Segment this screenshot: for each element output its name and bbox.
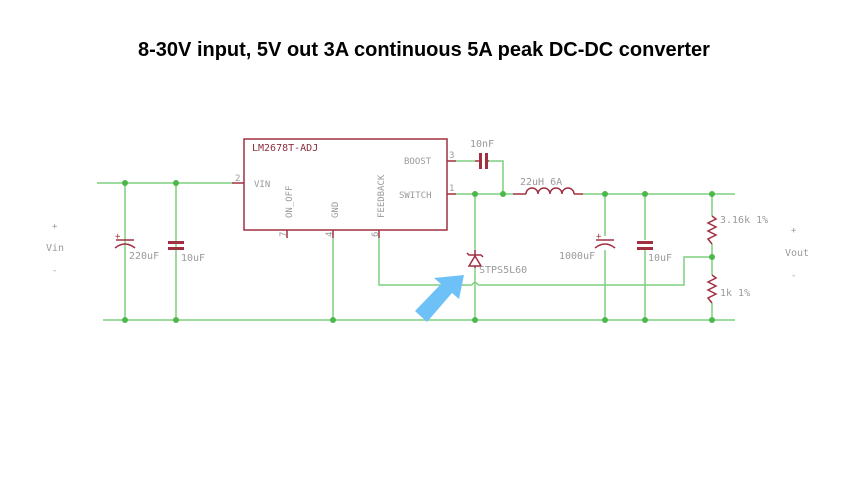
cap-plate xyxy=(637,247,653,250)
junction xyxy=(602,317,608,323)
pointer-arrow-icon xyxy=(415,275,464,322)
input-port: + Vin - xyxy=(46,222,64,276)
vin-plus: + xyxy=(52,222,58,232)
cap-boost-value: 10nF xyxy=(470,139,494,150)
junction xyxy=(709,191,715,197)
junction xyxy=(472,191,478,197)
ic-body xyxy=(243,138,448,231)
wire-feedback-2 xyxy=(478,256,712,286)
junction xyxy=(122,180,128,186)
pin-name-feedback: FEEDBACK xyxy=(377,174,387,218)
arrow-shape xyxy=(415,275,464,322)
cap-in-bulk-value: 220uF xyxy=(129,251,159,262)
vout-minus: - xyxy=(791,271,796,281)
pin-number: 3 xyxy=(449,151,454,161)
cap-plate xyxy=(485,153,488,169)
resistor-top[interactable]: 3.16k 1% xyxy=(706,215,768,245)
junctions xyxy=(122,180,715,323)
pin-name-on-off: ON_OFF xyxy=(285,185,295,218)
schottky-diode[interactable]: STPS5L60 xyxy=(466,250,527,276)
inductor[interactable]: 22uH 6A xyxy=(513,177,583,195)
junction xyxy=(602,191,608,197)
junction xyxy=(173,317,179,323)
inductor-value: 22uH 6A xyxy=(520,177,562,188)
junction xyxy=(472,317,478,323)
vin-label: Vin xyxy=(46,243,64,254)
vout-label: Vout xyxy=(785,248,809,259)
schematic-title: 8-30V input, 5V out 3A continuous 5A pea… xyxy=(138,39,710,61)
inductor-coil xyxy=(525,187,575,195)
pin-name-gnd: GND xyxy=(331,202,341,218)
cap-boost[interactable]: 10nF xyxy=(470,139,494,169)
vout-plus: + xyxy=(791,226,797,236)
junction xyxy=(642,191,648,197)
cap-plate xyxy=(168,241,184,244)
pin-name-boost: BOOST xyxy=(404,157,432,167)
cap-in-ceramic[interactable]: 10uF xyxy=(168,241,205,264)
resistor-zigzag xyxy=(706,215,718,245)
junction xyxy=(642,317,648,323)
cap-in-bulk[interactable]: + 220uF xyxy=(114,232,159,262)
resistor-zigzag xyxy=(706,274,718,304)
ic-lm2678[interactable]: LM2678T-ADJ 2 3 1 7 4 6 VIN BOOST SWITCH… xyxy=(232,138,456,238)
ic-part-label: LM2678T-ADJ xyxy=(252,143,318,154)
pin-name-switch: SWITCH xyxy=(399,191,432,201)
wires xyxy=(97,160,735,321)
cap-in-ceramic-value: 10uF xyxy=(181,253,205,264)
polarity-plus: + xyxy=(115,232,121,242)
junction xyxy=(500,191,506,197)
junction xyxy=(709,317,715,323)
pin-number: 1 xyxy=(449,184,454,194)
vin-minus: - xyxy=(52,266,57,276)
diode-part: STPS5L60 xyxy=(479,265,527,276)
pin-number: 4 xyxy=(325,232,335,237)
cap-out-bulk-value: 1000uF xyxy=(559,251,595,262)
resistor-top-value: 3.16k 1% xyxy=(720,215,768,226)
junction xyxy=(330,317,336,323)
junction xyxy=(709,254,715,260)
resistor-bottom-value: 1k 1% xyxy=(720,288,750,299)
cap-plate xyxy=(168,247,184,250)
pin-number: 7 xyxy=(279,232,289,237)
output-port: + Vout - xyxy=(785,226,809,281)
pin-number: 2 xyxy=(235,174,240,184)
cap-plate xyxy=(637,241,653,244)
cap-curved-plate xyxy=(114,243,136,249)
cap-plate xyxy=(479,153,482,169)
wire-boost-2 xyxy=(489,160,504,194)
cap-out-bulk[interactable]: + 1000uF xyxy=(559,232,616,262)
junction xyxy=(122,317,128,323)
pin-name-vin: VIN xyxy=(254,180,270,190)
cap-out-ceramic[interactable]: 10uF xyxy=(637,241,672,264)
polarity-plus: + xyxy=(596,232,602,242)
cap-out-ceramic-value: 10uF xyxy=(648,253,672,264)
cap-curved-plate xyxy=(594,243,616,249)
junction xyxy=(173,180,179,186)
resistor-bottom[interactable]: 1k 1% xyxy=(706,274,750,304)
pin-number: 6 xyxy=(371,232,381,237)
